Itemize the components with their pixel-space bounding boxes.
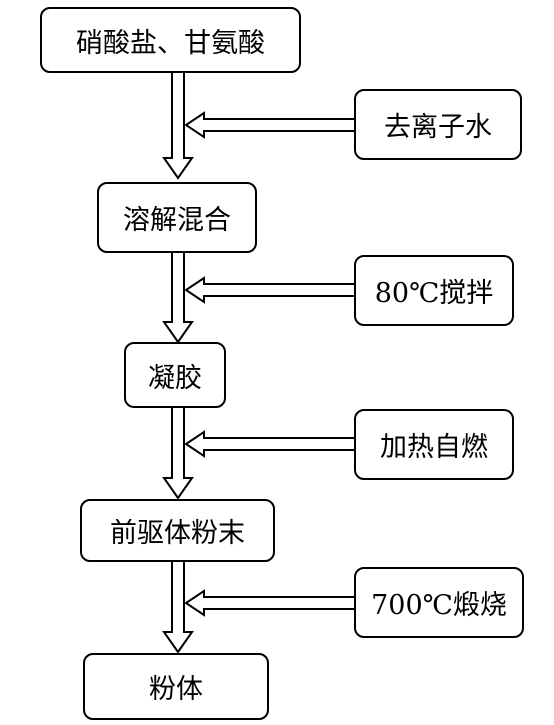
left-arrow-4 [184,589,354,617]
step-label: 粉体 [149,674,203,705]
step-dissolve-mix-box: 溶解混合 [97,182,257,253]
input-self-combustion-box: 加热自燃 [354,409,514,480]
step-label: 凝胶 [148,362,202,394]
down-arrow-4 [162,562,194,654]
down-arrow-2 [162,253,194,344]
input-deionized-water-box: 去离子水 [354,89,522,160]
left-arrow-1 [184,111,354,139]
input-700c-calcination-box: 700℃煅烧 [354,567,524,638]
step-nitrate-glycine-box: 硝酸盐、甘氨酸 [40,7,301,73]
step-gel-box: 凝胶 [124,342,226,408]
left-arrow-2 [184,276,354,304]
input-label: 加热自燃 [380,432,488,463]
input-label: 700℃煅烧 [371,590,507,621]
step-label: 溶解混合 [123,205,231,236]
step-precursor-powder-box: 前驱体粉末 [80,499,275,562]
down-arrow-1 [162,73,194,180]
input-label: 80℃搅拌 [374,278,494,309]
input-label: 去离子水 [384,112,492,143]
step-label: 前驱体粉末 [110,518,245,549]
step-powder-box: 粉体 [83,653,269,720]
down-arrow-3 [162,408,194,500]
left-arrow-3 [184,430,354,458]
input-80c-stirring-box: 80℃搅拌 [354,255,514,326]
step-label: 硝酸盐、甘氨酸 [76,27,265,59]
